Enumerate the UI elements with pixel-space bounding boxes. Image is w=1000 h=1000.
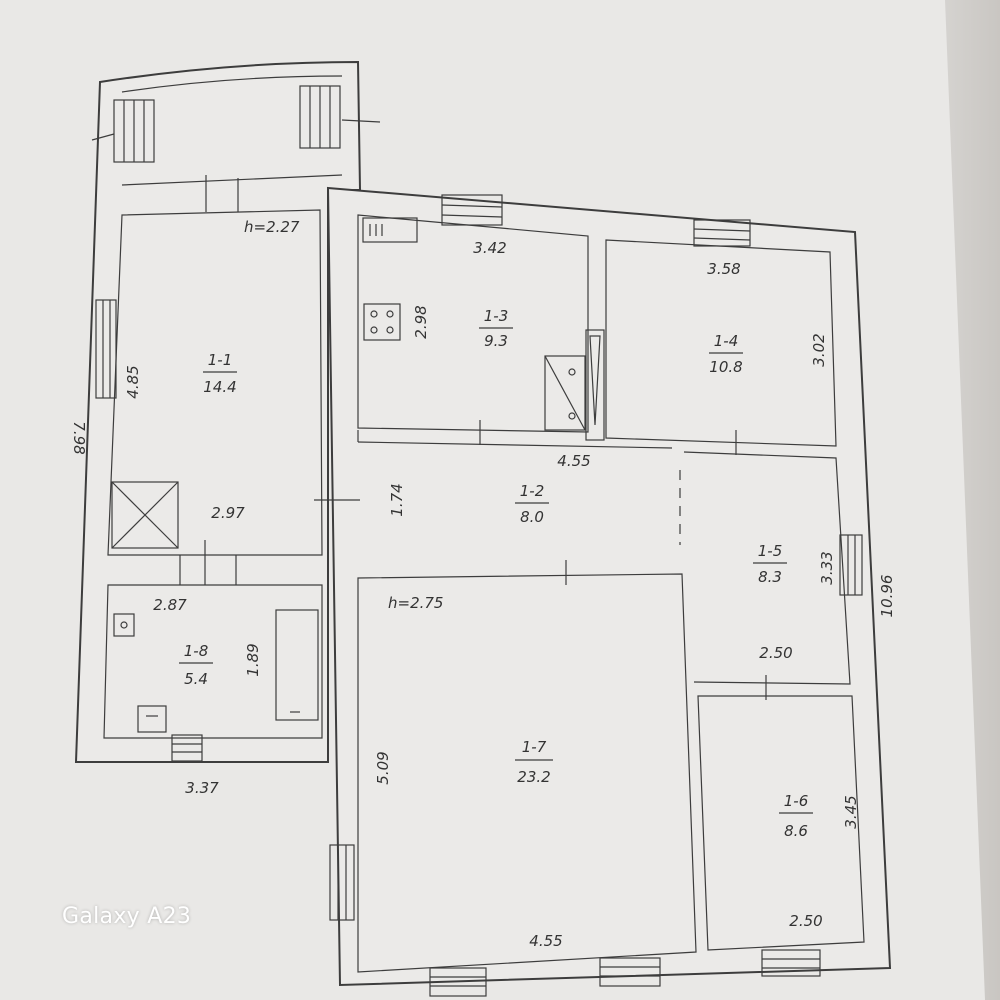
dimension-room-1-8-height: 1.89 [244,643,262,676]
left-wing-walls [74,60,362,763]
dimension-room-1-2-height: 1.74 [388,483,406,516]
room-area: 8.6 [784,822,808,840]
dimension-labels: 7.98 4.85 2.97 2.87 1.89 3.37 3.42 2.98 … [70,239,896,950]
dimension-overall-right: 10.96 [878,575,896,618]
room-area: 8.3 [758,568,782,586]
room-1-1-label: 1-1 14.4 [203,351,237,396]
dimension-room-1-5-height: 3.33 [818,551,836,584]
fixtures [111,217,605,733]
room-area: 10.8 [709,358,742,376]
dimension-room-1-3-height: 2.98 [412,305,430,338]
room-area: 8.0 [520,508,544,526]
room-1-5-label: 1-5 8.3 [753,542,787,586]
room-1-7-label: 1-7 23.2 [515,738,553,786]
room-1-2-label: 1-2 8.0 [515,482,549,526]
room-id: 1-7 [522,738,547,756]
partition-marks [179,175,767,700]
room-id: 1-8 [184,642,209,660]
room-id: 1-4 [714,332,739,350]
room-1-6-label: 1-6 8.6 [779,792,813,840]
dimension-room-1-8-width: 2.87 [153,596,187,614]
room-1-4-label: 1-4 10.8 [709,332,743,376]
room-area: 23.2 [517,768,550,786]
dimension-room-1-3-bottom: 4.55 [557,452,590,470]
dimension-room-1-6-width: 2.50 [789,912,822,930]
windows [95,194,863,997]
camera-watermark: Galaxy A23 [62,904,192,929]
room-1-8-label: 1-8 5.4 [179,642,213,688]
room-id: 1-1 [208,351,233,369]
dimension-room-1-4-width: 3.58 [707,260,740,278]
room-area: 9.3 [484,332,508,350]
dimension-room-1-6-height: 3.45 [842,795,860,828]
dimension-left-wing-width: 3.37 [185,779,219,797]
main-house-walls [326,186,892,987]
porch-steps [91,85,381,163]
dimension-room-1-4-height: 3.02 [810,333,828,366]
room-id: 1-2 [520,482,545,500]
dimension-room-1-5-width: 2.50 [759,644,792,662]
room-area: 5.4 [184,670,208,688]
dimension-overall-left: 7.98 [70,421,88,454]
room-id: 1-5 [758,542,783,560]
dimension-room-1-7-height: 5.09 [374,751,392,784]
dimension-room-1-3-width: 3.42 [473,239,506,257]
dimension-room-1-7-width: 4.55 [529,932,562,950]
dimension-room-1-1-width: 2.97 [211,504,245,522]
room-1-3-label: 1-3 9.3 [479,307,513,350]
room-id: 1-6 [784,792,809,810]
ceiling-height-main: h=2.75 [388,594,443,612]
ceiling-height-left: h=2.27 [244,218,300,236]
room-labels: 1-1 14.4 1-2 8.0 1-3 9.3 1-4 10.8 1-5 [179,307,813,840]
dimension-room-1-1-height: 4.85 [124,365,142,398]
room-id: 1-3 [484,307,509,325]
room-area: 14.4 [203,378,236,396]
